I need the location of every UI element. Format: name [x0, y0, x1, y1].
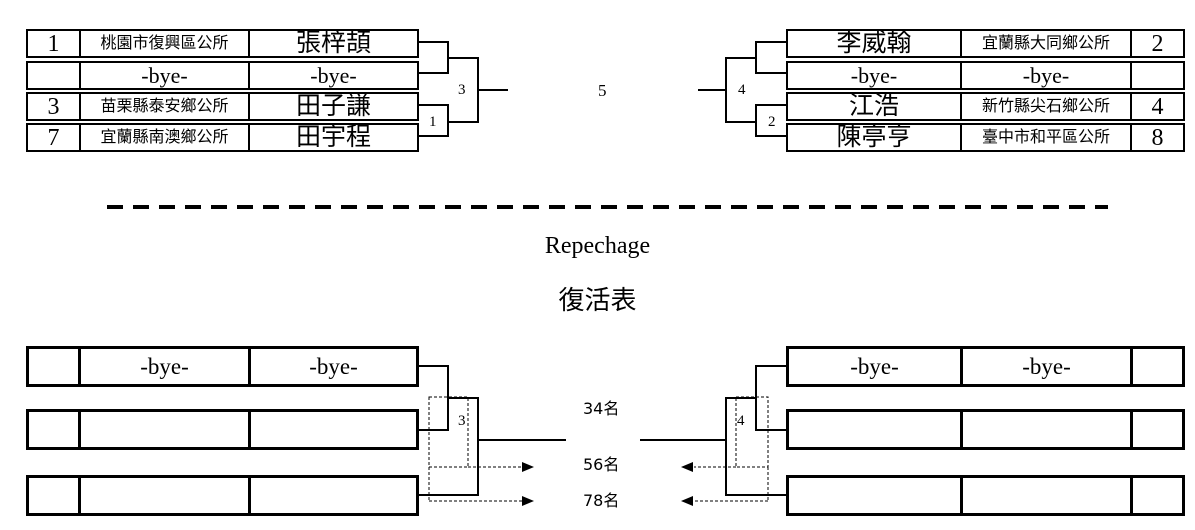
- seed-cell: 4: [1130, 92, 1185, 121]
- seed-cell: [1130, 61, 1185, 90]
- athlete-name-cell: -bye-: [248, 61, 419, 90]
- seed-cell: 3: [26, 92, 81, 121]
- rep-name-cell: [786, 475, 963, 516]
- club-cell: -bye-: [960, 61, 1132, 90]
- rep-name-cell: -bye-: [786, 346, 963, 387]
- athlete-name-cell: 張梓頡: [248, 29, 419, 58]
- rep-name-cell: [248, 475, 419, 516]
- seed-cell: 2: [1130, 29, 1185, 58]
- rep-name-cell: [786, 409, 963, 450]
- seed-cell: 1: [26, 29, 81, 58]
- athlete-name-cell: 李威翰: [786, 29, 962, 58]
- rep-club-cell: [78, 409, 251, 450]
- club-cell: -bye-: [79, 61, 250, 90]
- seed-cell: 8: [1130, 123, 1185, 152]
- match-number-1: 1: [429, 114, 437, 130]
- athlete-name-cell: 田子謙: [248, 92, 419, 121]
- rep-seed-cell: [26, 346, 81, 387]
- athlete-name-cell: 田宇程: [248, 123, 419, 152]
- repechage-title-zh: 復活表: [558, 286, 637, 316]
- athlete-name-cell: 江浩: [786, 92, 962, 121]
- athlete-name-cell: -bye-: [786, 61, 962, 90]
- rep-club-cell: -bye-: [960, 346, 1133, 387]
- club-cell: 宜蘭縣南澳鄉公所: [79, 123, 250, 152]
- match-number-3: 3: [458, 82, 466, 98]
- club-cell: 宜蘭縣大同鄉公所: [960, 29, 1132, 58]
- club-cell: 新竹縣尖石鄉公所: [960, 92, 1132, 121]
- place-3-4: 34名: [583, 399, 620, 418]
- seed-cell: 7: [26, 123, 81, 152]
- rep-seed-cell: [1130, 346, 1185, 387]
- seed-cell: [26, 61, 81, 90]
- rep-seed-cell: [26, 409, 81, 450]
- rep-name-cell: [248, 409, 419, 450]
- rep-seed-cell: [1130, 409, 1185, 450]
- club-cell: 臺中市和平區公所: [960, 123, 1132, 152]
- rep-club-cell: [78, 475, 251, 516]
- repechage-title-en: Repechage: [544, 233, 651, 259]
- club-cell: 苗栗縣泰安鄉公所: [79, 92, 250, 121]
- athlete-name-cell: 陳亭亨: [786, 123, 962, 152]
- rep-club-cell: [960, 475, 1133, 516]
- rep-seed-cell: [1130, 475, 1185, 516]
- place-5-6: 56名: [583, 455, 620, 474]
- match-number-5: 5: [598, 81, 607, 100]
- rep-club-cell: [960, 409, 1133, 450]
- club-cell: 桃園市復興區公所: [79, 29, 250, 58]
- rep-match-number-right: 4: [737, 413, 745, 429]
- match-number-4: 4: [738, 82, 746, 98]
- match-number-2: 2: [768, 114, 776, 130]
- rep-club-cell: -bye-: [78, 346, 251, 387]
- rep-name-cell: -bye-: [248, 346, 419, 387]
- place-7-8: 78名: [583, 491, 620, 510]
- rep-match-number-left: 3: [458, 413, 466, 429]
- rep-seed-cell: [26, 475, 81, 516]
